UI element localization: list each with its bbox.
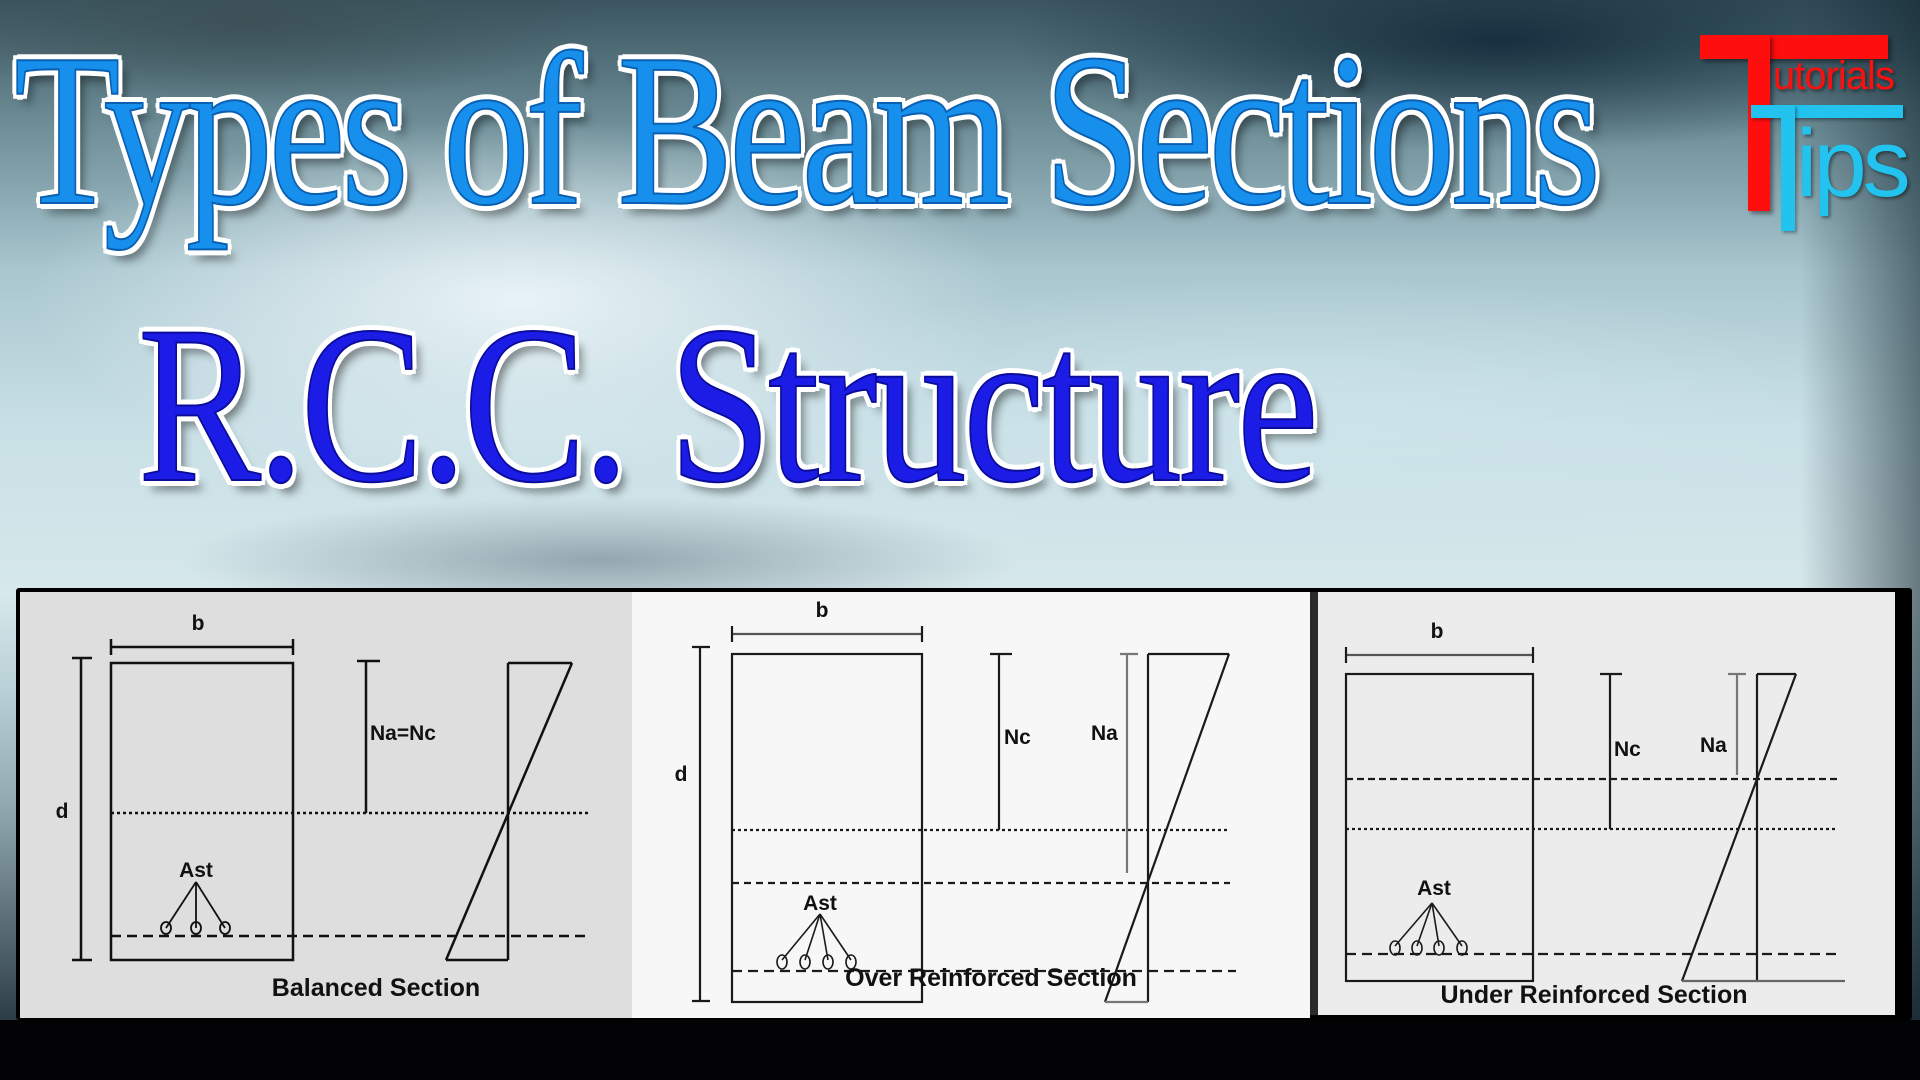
depth-label: d: [675, 763, 688, 786]
logo-tutorials-text: utorials: [1773, 54, 1895, 98]
tutorials-tips-logo: utorials ips: [1698, 32, 1911, 232]
logo-cyan-t-stem: [1781, 105, 1795, 231]
page-subtitle: R.C.C. Structure: [137, 279, 1319, 529]
logo-red-t-bar: [1700, 35, 1888, 59]
depth-label: d: [56, 800, 69, 823]
panel-caption: Over Reinforced Section: [845, 964, 1137, 992]
critical-axis-label: Nc: [1614, 738, 1641, 761]
critical-axis-label: Nc: [1004, 726, 1031, 749]
steel-label: Ast: [1417, 877, 1451, 900]
over-reinforced-section-panel: b d Nc Na Ast Over Reinforced Section: [632, 592, 1310, 1018]
width-label: b: [816, 599, 829, 622]
bottom-black-strip: [0, 1020, 1920, 1080]
logo-tips-text: ips: [1796, 110, 1911, 217]
steel-label: Ast: [803, 892, 837, 915]
logo-red-t-stem: [1748, 35, 1770, 211]
balanced-section-diagram: b d Na=Nc Ast Balanced Section: [56, 612, 590, 1002]
neutral-axis-label: Na=Nc: [370, 722, 436, 745]
under-reinforced-section-diagram: b Nc Na Ast Under Reinforced Section: [1344, 620, 1845, 1009]
actual-axis-label: Na: [1091, 722, 1118, 745]
panel-caption: Balanced Section: [272, 974, 480, 1002]
over-reinforced-section-diagram: b d Nc Na Ast Over Reinforced Section: [675, 599, 1236, 1004]
under-reinforced-section-panel: b Nc Na Ast Under Reinforced Section: [1310, 592, 1895, 1015]
page-title: Types of Beam Sections: [13, 10, 1602, 251]
width-label: b: [1431, 620, 1444, 643]
steel-label: Ast: [179, 859, 213, 882]
balanced-section-panel: b d Na=Nc Ast Balanced Section: [20, 592, 632, 1018]
panel-caption: Under Reinforced Section: [1441, 981, 1748, 1009]
width-label: b: [192, 612, 205, 635]
actual-axis-label: Na: [1700, 734, 1727, 757]
